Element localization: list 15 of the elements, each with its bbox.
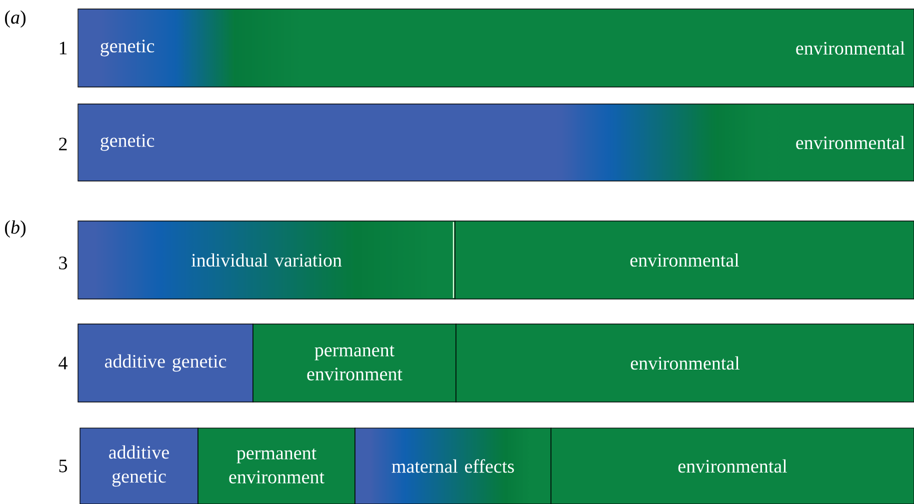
panel-label: (b) bbox=[5, 220, 26, 238]
bar-segment: additive genetic bbox=[80, 428, 198, 504]
stacked-bar: genetic environmental bbox=[78, 104, 914, 182]
bar-segment: environmental bbox=[550, 428, 914, 504]
row-number: 2 bbox=[59, 138, 67, 150]
bar-segment: permanent environment bbox=[198, 428, 356, 504]
stacked-bar: genetic environmental bbox=[78, 8, 914, 88]
row-number: 1 bbox=[60, 42, 67, 54]
bar-segment: additive genetic bbox=[78, 324, 254, 402]
bar-segment: individual variation bbox=[78, 220, 456, 300]
bar-segment: permanent environment bbox=[252, 324, 456, 402]
panel-label: (a) bbox=[5, 10, 26, 28]
bar-segment: environmental bbox=[454, 220, 914, 300]
bar-segment: maternal effects bbox=[354, 428, 552, 504]
row-number: 3 bbox=[59, 256, 67, 270]
